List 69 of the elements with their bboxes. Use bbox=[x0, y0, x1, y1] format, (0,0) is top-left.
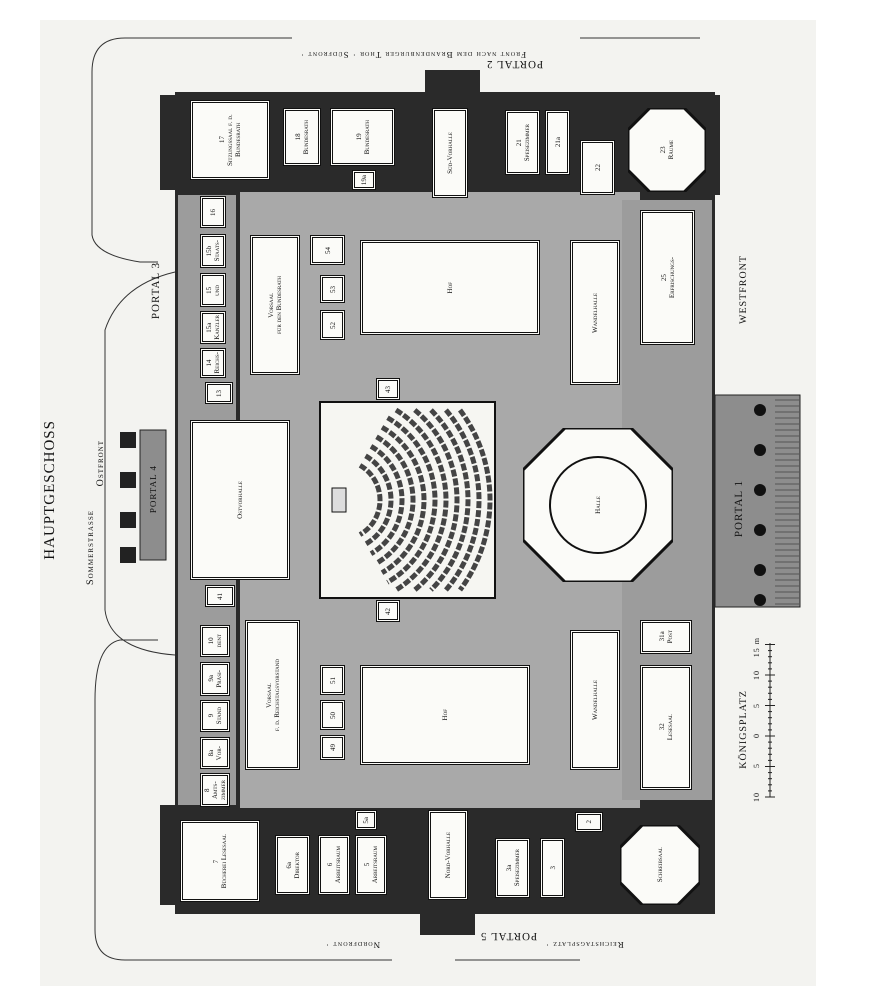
scale-number: 10 bbox=[752, 792, 761, 802]
room bbox=[200, 737, 230, 769]
room bbox=[570, 240, 620, 385]
room bbox=[205, 382, 233, 404]
plan-title: HAUPTGESCHOSS bbox=[42, 420, 59, 560]
room bbox=[320, 275, 345, 303]
room bbox=[360, 240, 540, 335]
room bbox=[640, 210, 695, 345]
room bbox=[283, 108, 321, 166]
room bbox=[245, 620, 300, 770]
room bbox=[200, 773, 230, 807]
scale-number: 0 bbox=[752, 733, 761, 738]
room bbox=[580, 140, 615, 195]
room bbox=[205, 585, 235, 607]
room bbox=[200, 234, 226, 268]
front-label: Ostfront bbox=[95, 440, 106, 486]
portal-label: PORTAL 4 bbox=[148, 465, 158, 514]
portal-label: PORTAL 2 bbox=[486, 58, 544, 70]
scale-number: 15 m bbox=[752, 637, 761, 658]
room bbox=[495, 838, 530, 898]
front-label: WESTFRONT bbox=[738, 255, 749, 324]
room bbox=[180, 820, 260, 902]
scale-number: 10 bbox=[752, 670, 761, 680]
room bbox=[200, 348, 226, 378]
room bbox=[320, 310, 345, 340]
room bbox=[320, 665, 345, 695]
octagonal-room bbox=[523, 428, 673, 582]
room bbox=[200, 273, 226, 307]
room bbox=[428, 810, 468, 900]
room bbox=[320, 700, 345, 730]
room bbox=[355, 810, 377, 830]
room bbox=[545, 110, 570, 175]
room bbox=[200, 700, 230, 732]
front-label: Nordfront · bbox=[325, 940, 380, 950]
room bbox=[575, 812, 603, 832]
square-name: KÖNIGSPLATZ bbox=[738, 690, 749, 769]
room bbox=[640, 665, 692, 790]
street-name: Sommerstrasse bbox=[85, 510, 96, 585]
room bbox=[200, 196, 226, 228]
room bbox=[275, 835, 310, 895]
room bbox=[352, 170, 376, 190]
room bbox=[250, 235, 300, 375]
octagonal-room bbox=[620, 825, 700, 905]
room bbox=[190, 100, 270, 180]
room bbox=[505, 110, 540, 175]
portal-label: PORTAL 5 bbox=[480, 930, 538, 942]
room bbox=[432, 108, 468, 198]
room bbox=[570, 630, 620, 770]
street-name: Front nach dem Brandenburger Thor · Südfront · bbox=[300, 50, 526, 60]
square-name: Reichstagsplatz · bbox=[545, 940, 624, 950]
room bbox=[360, 665, 530, 765]
room bbox=[355, 835, 387, 895]
portal-label: PORTAL 3 bbox=[150, 262, 162, 320]
portal-label: PORTAL 1 bbox=[733, 480, 745, 538]
room bbox=[318, 835, 350, 895]
room bbox=[640, 620, 692, 654]
room bbox=[540, 838, 565, 898]
room bbox=[200, 311, 226, 344]
room bbox=[320, 735, 345, 760]
scale-number: 5 bbox=[752, 763, 761, 768]
room bbox=[376, 378, 400, 400]
scale-number: 5 bbox=[752, 703, 761, 708]
room bbox=[200, 662, 230, 696]
room bbox=[330, 108, 395, 166]
room bbox=[376, 600, 400, 622]
octagonal-room bbox=[628, 108, 706, 192]
room bbox=[200, 625, 230, 657]
room bbox=[190, 420, 290, 580]
room bbox=[310, 235, 345, 265]
